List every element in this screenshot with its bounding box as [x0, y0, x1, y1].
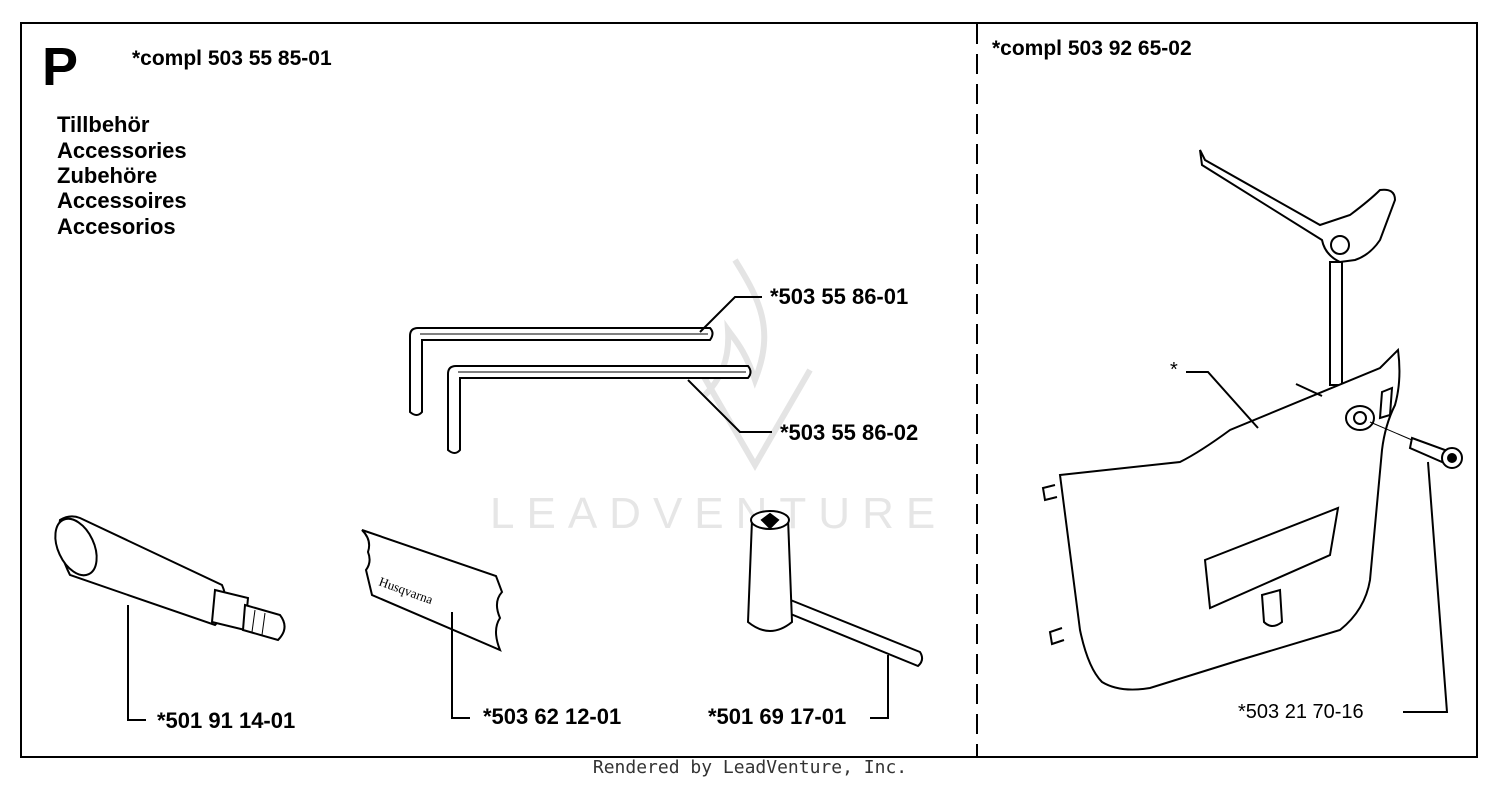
hex-key-icon [447, 365, 752, 454]
diagram-frame [20, 22, 1478, 758]
part-number-label[interactable]: *501 69 17-01 [708, 704, 847, 729]
heading-english: Accessories [57, 138, 187, 163]
leader-line [1403, 461, 1449, 713]
leader-line [127, 605, 146, 721]
part-number-label[interactable]: *503 21 70-16 [1238, 701, 1364, 723]
heading-german: Zubehöre [57, 163, 158, 188]
leader-line [1186, 371, 1259, 429]
heading-swedish: Tillbehör [57, 112, 150, 137]
chain-brake-cover-icon [1041, 149, 1401, 691]
leader-line [1369, 421, 1413, 441]
leader-line [687, 379, 772, 433]
part-number-label[interactable]: *503 55 86-01 [770, 284, 909, 309]
watermark-text: LEADVENTURE [490, 489, 948, 538]
leader-line [870, 655, 889, 719]
kit-number-right: *compl 503 92 65-02 [992, 37, 1192, 60]
heading-french: Accessoires [57, 188, 187, 213]
combination-spanner-icon [746, 510, 924, 668]
asterisk-callout: * [1170, 359, 1178, 381]
grease-gun-icon [54, 515, 286, 642]
kit-number-left: *compl 503 55 85-01 [132, 47, 332, 70]
hex-key-icon [409, 327, 714, 416]
screw-icon [1408, 436, 1463, 469]
part-number-label[interactable]: *503 55 86-02 [780, 420, 919, 445]
leader-line [451, 612, 470, 719]
part-number-label[interactable]: *501 91 14-01 [157, 708, 296, 733]
section-letter: P [42, 37, 79, 97]
part-number-label[interactable]: *503 62 12-01 [483, 704, 622, 729]
grease-tube-icon: Husqvarna [361, 529, 504, 652]
leader-line [699, 296, 762, 333]
render-credit: Rendered by LeadVenture, Inc. [592, 757, 908, 778]
heading-spanish: Accesorios [57, 214, 176, 239]
leader-line [1295, 383, 1323, 397]
